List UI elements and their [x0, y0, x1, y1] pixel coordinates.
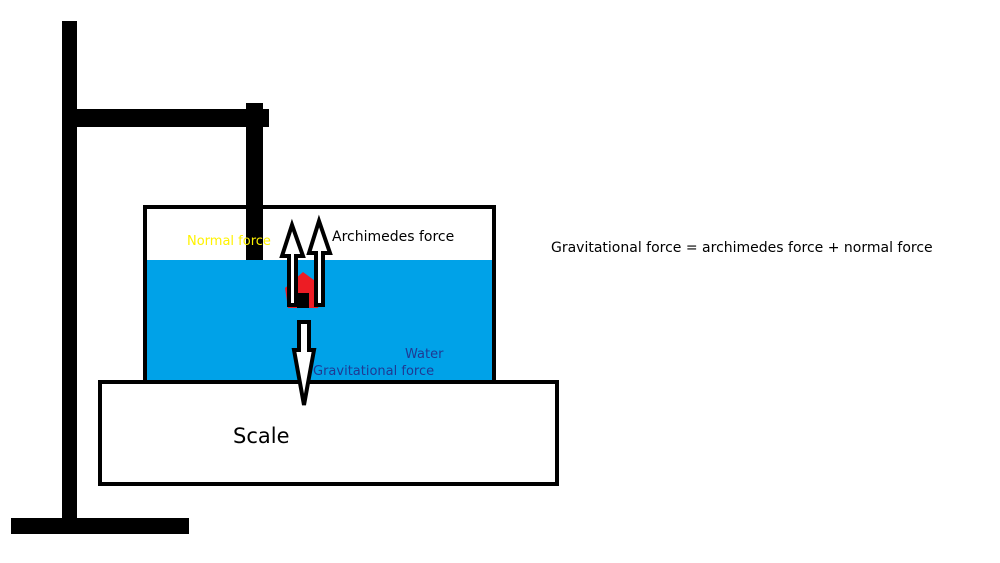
archimedes-force-label: Archimedes force [332, 229, 454, 245]
normal-force-label: Normal force [187, 234, 271, 249]
gravitational-force-label: Gravitational force [313, 364, 434, 379]
water-label: Water [405, 347, 444, 362]
normal-force-arrow [279, 218, 306, 307]
gravitational-force-arrow [291, 320, 317, 406]
stand-base [11, 518, 189, 534]
object-hook [297, 293, 309, 308]
archimedes-force-arrow [306, 214, 333, 307]
stand-arm [74, 109, 269, 127]
scale-box [98, 380, 559, 486]
stand-pole [62, 21, 77, 521]
scale-label: Scale [233, 424, 290, 448]
force-equation: Gravitational force = archimedes force +… [551, 240, 933, 256]
